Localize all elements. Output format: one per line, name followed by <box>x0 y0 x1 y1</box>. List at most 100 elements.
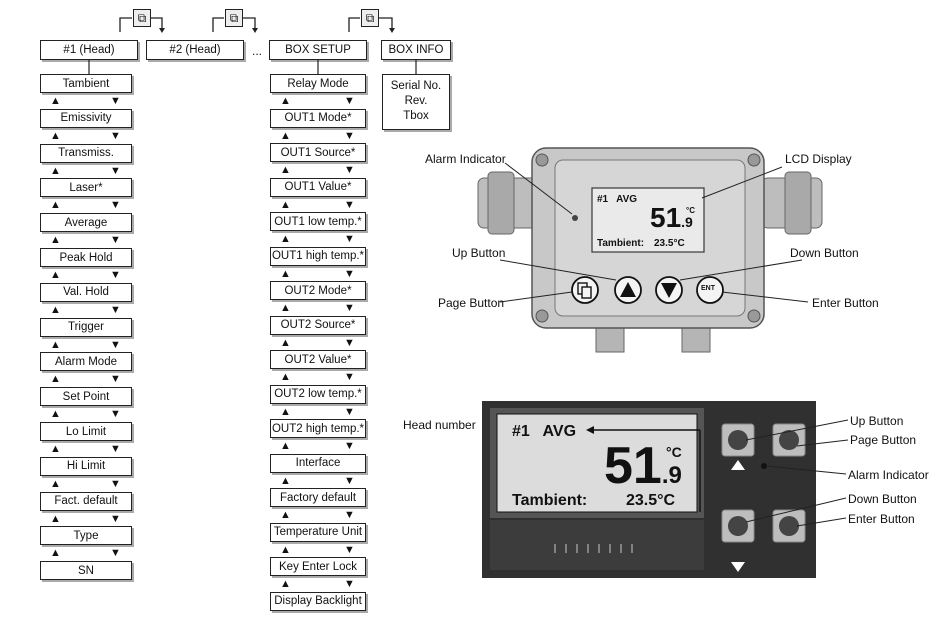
menu-item: OUT1 Value* <box>270 177 366 197</box>
up-arrow-icon: ▲ <box>50 477 61 490</box>
head-number-label: Head number <box>403 418 476 432</box>
down-button-label: Down Button <box>790 246 859 260</box>
alarm-indicator-label: Alarm Indicator <box>425 152 506 166</box>
box-info-item: Tbox <box>403 110 429 122</box>
lcd-value-dec: .9 <box>681 214 693 230</box>
panel-up-button-label: Up Button <box>850 414 904 428</box>
lcd-line1: #1 AVG <box>597 194 638 205</box>
down-arrow-icon: ▼ <box>344 371 355 383</box>
down-arrow-icon: ▼ <box>110 164 121 177</box>
panel-lcd-value-int: 51 <box>604 437 662 495</box>
page-icon: ⧉ <box>133 9 151 27</box>
up-arrow-icon: ▲ <box>50 234 61 247</box>
down-arrow-icon: ▼ <box>344 440 355 452</box>
menu-item: Display Backlight <box>270 591 366 611</box>
down-arrow-icon: ▼ <box>344 336 355 349</box>
menu-item: OUT2 high temp.* <box>270 419 366 438</box>
down-arrow-icon: ▼ <box>344 509 355 521</box>
menu-item: Hi Limit <box>40 456 132 476</box>
down-arrow-icon: ▼ <box>344 267 355 280</box>
down-arrow-icon: ▼ <box>110 199 121 212</box>
panel-lcd-value: 51.9 <box>604 440 682 502</box>
up-button-label: Up Button <box>452 246 506 260</box>
up-arrow-icon: ▲ <box>50 269 61 281</box>
up-arrow-icon: ▲ <box>280 543 291 556</box>
lcd-line3-value: 23.5°C <box>654 238 685 249</box>
up-arrow-icon: ▲ <box>280 578 291 590</box>
menu-item: Emissivity <box>40 108 132 128</box>
box-info-list: Serial No. Rev. Tbox <box>382 74 450 130</box>
up-arrow-icon: ▲ <box>50 95 61 107</box>
down-arrow-icon: ▼ <box>110 373 121 386</box>
up-arrow-icon: ▲ <box>280 95 291 107</box>
up-arrow-icon: ▲ <box>280 233 291 245</box>
menu-item: Transmiss. <box>40 143 132 163</box>
up-arrow-icon: ▲ <box>280 198 291 211</box>
panel-alarm-indicator-label: Alarm Indicator <box>848 468 929 482</box>
page-icon: ⧉ <box>225 9 243 27</box>
box-info-item: Rev. <box>404 95 428 107</box>
down-arrow-icon: ▼ <box>344 543 355 556</box>
up-arrow-icon: ▲ <box>50 303 61 316</box>
down-arrow-icon: ▼ <box>110 129 121 142</box>
down-arrow-icon: ▼ <box>344 405 355 418</box>
up-arrow-icon: ▲ <box>280 336 291 349</box>
up-arrow-icon: ▲ <box>280 302 291 314</box>
menu-item: OUT1 low temp.* <box>270 212 366 231</box>
up-arrow-icon: ▲ <box>280 405 291 418</box>
up-arrow-icon: ▲ <box>50 408 61 421</box>
down-arrow-icon: ▼ <box>110 95 121 107</box>
up-arrow-icon: ▲ <box>50 512 61 525</box>
up-arrow-icon: ▲ <box>50 547 61 560</box>
menu-item: Temperature Unit <box>270 522 366 542</box>
enter-button-label: Enter Button <box>812 296 879 310</box>
down-arrow-icon: ▼ <box>344 302 355 314</box>
up-arrow-icon: ▲ <box>50 129 61 142</box>
lcd-unit: °C <box>686 206 695 215</box>
up-arrow-icon: ▲ <box>50 338 61 351</box>
down-arrow-icon: ▼ <box>110 408 121 421</box>
box-setup-header: BOX SETUP <box>269 40 367 60</box>
up-arrow-icon: ▲ <box>280 474 291 487</box>
menu-item: Alarm Mode <box>40 352 132 372</box>
menu-item: Val. Hold <box>40 282 132 302</box>
down-arrow-icon: ▼ <box>110 443 121 455</box>
up-arrow-icon: ▲ <box>280 129 291 142</box>
down-arrow-icon: ▼ <box>110 269 121 281</box>
lcd-value: 51.9 <box>650 204 693 236</box>
panel-lcd-line1: #1 AVG <box>512 423 577 440</box>
up-arrow-icon: ▲ <box>280 164 291 176</box>
menu-item: Laser* <box>40 178 132 198</box>
menu-item: Interface <box>270 453 366 473</box>
menu-item: OUT2 Source* <box>270 315 366 335</box>
page-button-label: Page Button <box>438 296 505 310</box>
down-arrow-icon: ▼ <box>344 129 355 142</box>
menu-item: Peak Hold <box>40 248 132 267</box>
menu-item: Fact. default <box>40 491 132 511</box>
page-icon: ⧉ <box>361 9 379 27</box>
down-arrow-icon: ▼ <box>344 474 355 487</box>
panel-page-button-label: Page Button <box>850 433 917 447</box>
panel-enter-button-label: Enter Button <box>848 512 915 526</box>
head1-header: #1 (Head) <box>40 40 138 60</box>
ellipsis: ... <box>252 44 263 58</box>
panel-lcd-line3-value: 23.5°C <box>626 492 676 509</box>
up-arrow-icon: ▲ <box>50 443 61 455</box>
menu-item: OUT2 low temp.* <box>270 384 366 404</box>
up-arrow-icon: ▲ <box>280 371 291 383</box>
box-info-header: BOX INFO <box>381 40 451 60</box>
up-arrow-icon: ▲ <box>50 373 61 386</box>
down-arrow-icon: ▼ <box>344 233 355 245</box>
down-arrow-icon: ▼ <box>110 338 121 351</box>
down-arrow-icon: ▼ <box>110 512 121 525</box>
lcd-value-int: 51 <box>650 202 682 233</box>
up-arrow-icon: ▲ <box>50 164 61 177</box>
menu-item: OUT1 Source* <box>270 143 366 162</box>
down-arrow-icon: ▼ <box>344 198 355 211</box>
down-arrow-icon: ▼ <box>110 303 121 316</box>
down-arrow-icon: ▼ <box>344 578 355 590</box>
menu-item: Relay Mode <box>270 74 366 93</box>
menu-item: Key Enter Lock <box>270 557 366 576</box>
